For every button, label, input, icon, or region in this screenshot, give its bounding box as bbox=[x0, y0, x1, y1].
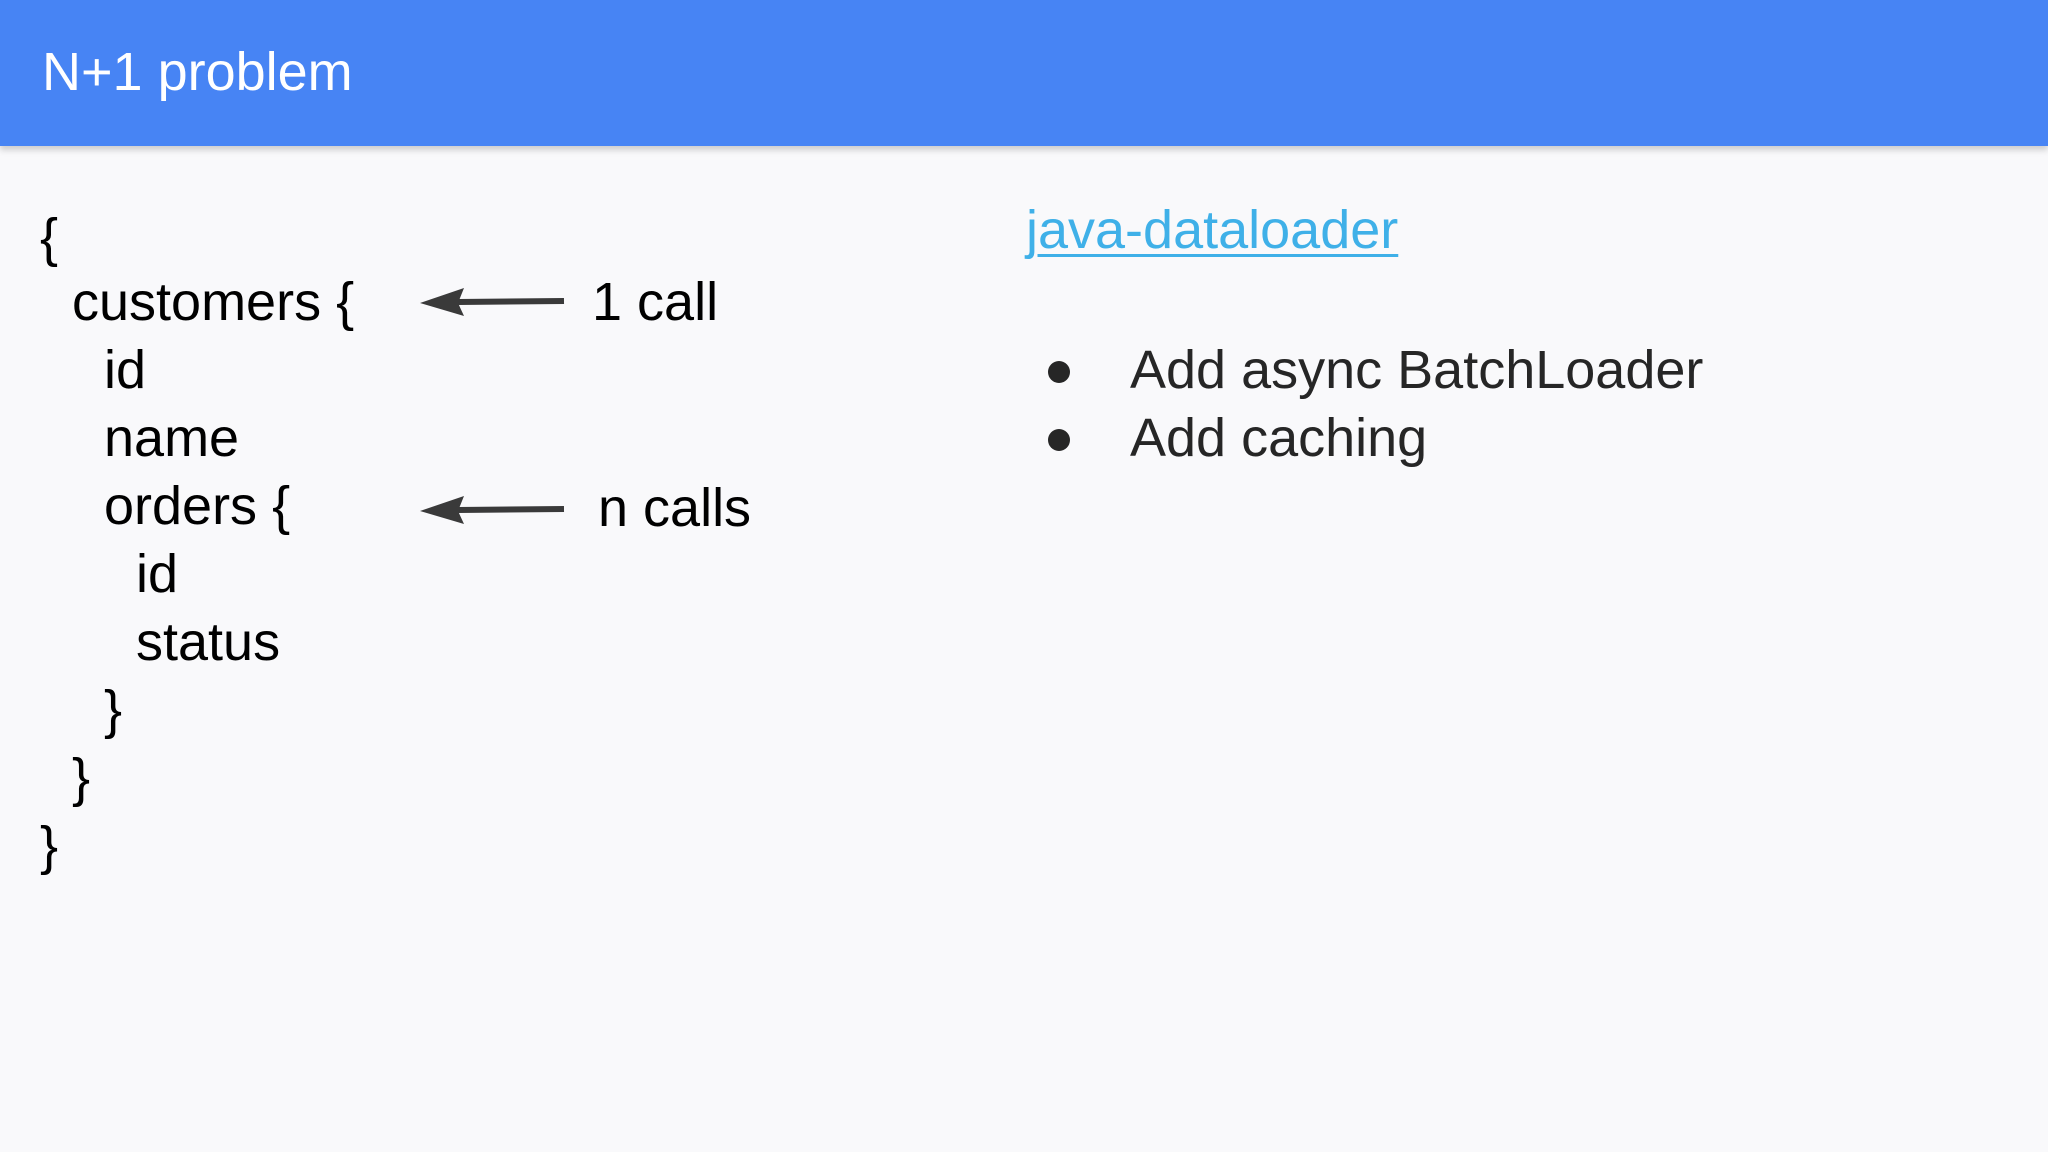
bullet-text: Add caching bbox=[1130, 408, 1428, 468]
code-line: } bbox=[104, 680, 123, 740]
customers-call-count: 1 call bbox=[592, 272, 719, 332]
code-line: name bbox=[104, 408, 240, 468]
orders-call-count: n calls bbox=[598, 478, 752, 538]
code-line: customers { bbox=[72, 272, 355, 332]
left-arrow-icon bbox=[420, 288, 565, 316]
code-line: orders { bbox=[104, 476, 291, 536]
code-line: id bbox=[136, 544, 179, 604]
slide-title-bar: N+1 problem bbox=[0, 0, 2048, 146]
bullet-item: Add async BatchLoader bbox=[1040, 336, 1703, 404]
bullet-item: Add caching bbox=[1040, 404, 1703, 472]
code-line: status bbox=[136, 612, 281, 672]
code-line: } bbox=[72, 748, 91, 808]
bullet-dot-icon bbox=[1048, 361, 1070, 383]
code-line: id bbox=[104, 340, 147, 400]
left-arrow-icon bbox=[420, 496, 565, 524]
code-line: { bbox=[40, 208, 59, 268]
bullet-list: Add async BatchLoader Add caching bbox=[1040, 336, 1703, 472]
code-line: } bbox=[40, 816, 59, 876]
bullet-text: Add async BatchLoader bbox=[1130, 340, 1704, 400]
bullet-dot-icon bbox=[1048, 429, 1070, 451]
slide-title: N+1 problem bbox=[42, 42, 353, 102]
java-dataloader-link[interactable]: java-dataloader bbox=[1026, 200, 1399, 260]
